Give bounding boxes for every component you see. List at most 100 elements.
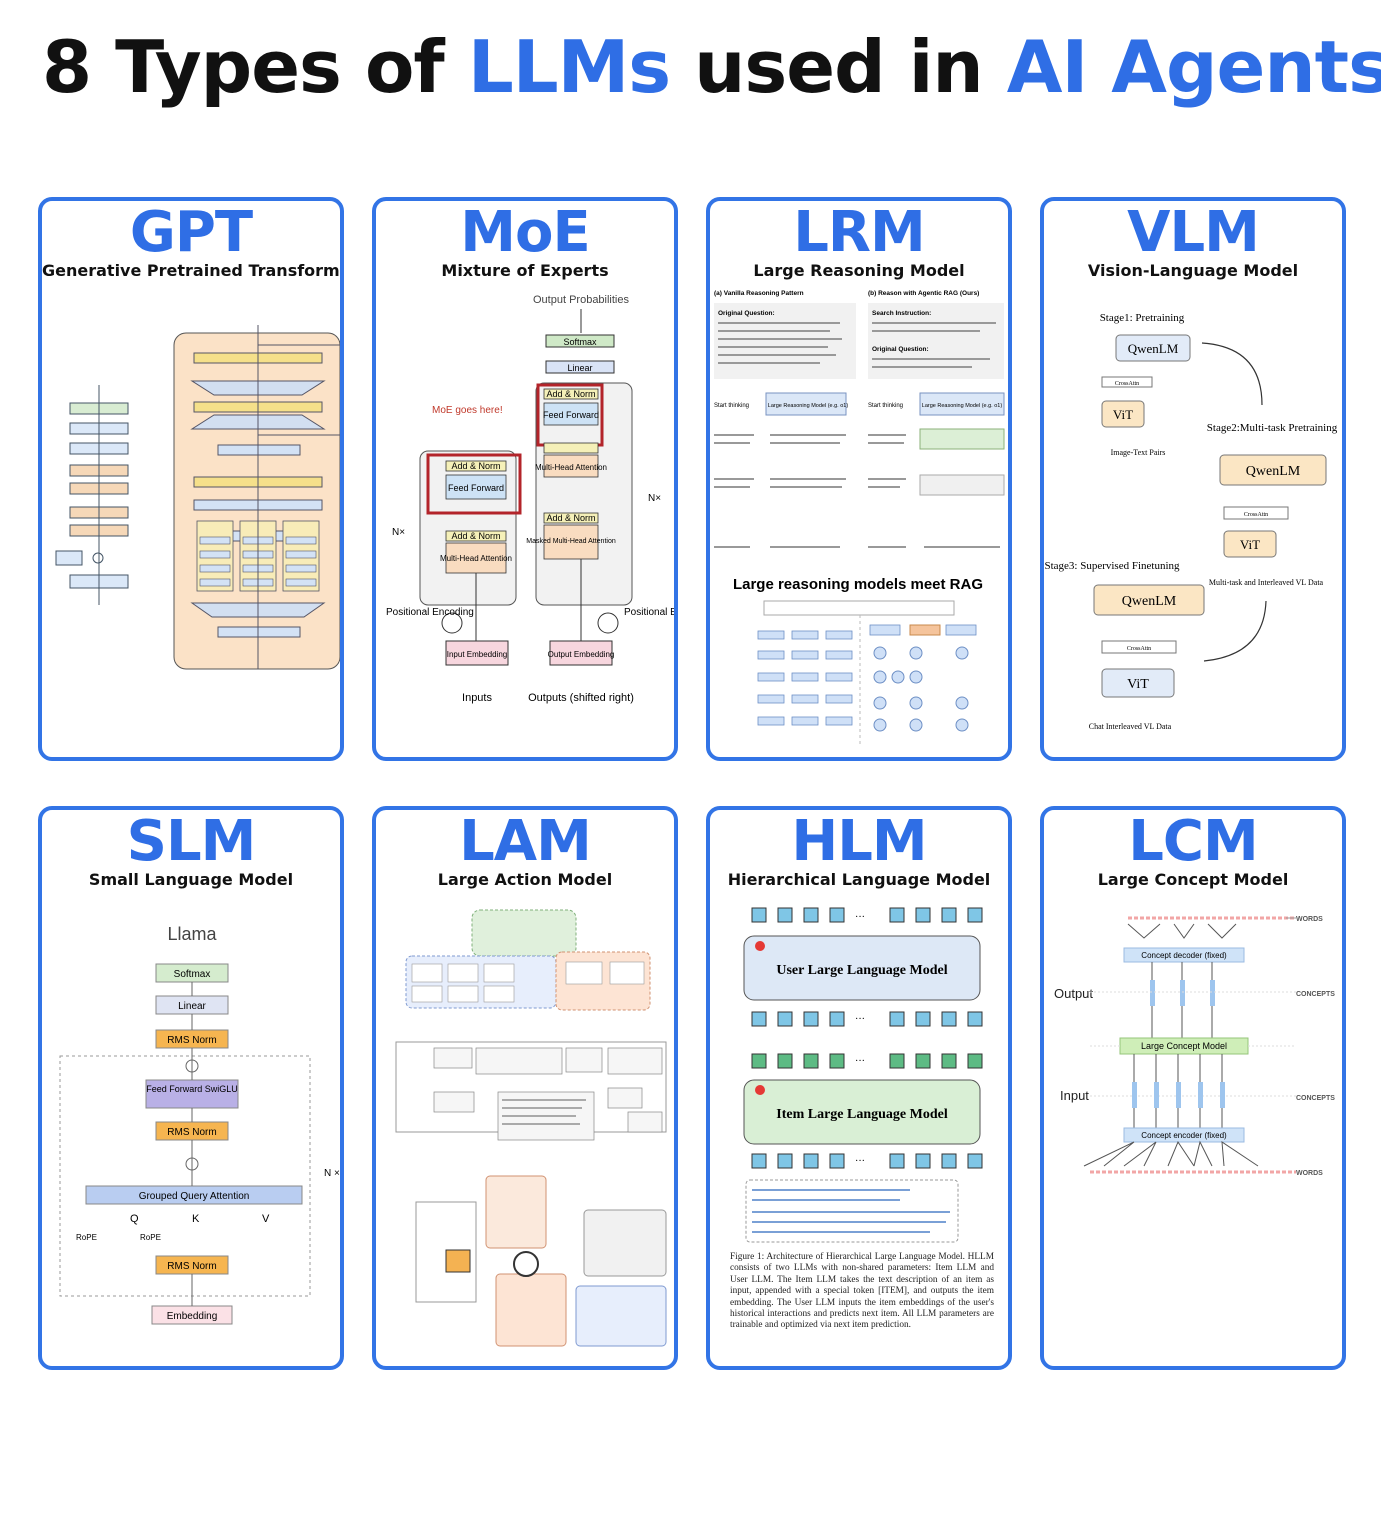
card-full-name: Large Reasoning Model [753,261,965,280]
card-slm: SLM Small Language Model Llama Softmax L… [38,806,344,1370]
slm-linear: Linear [178,1001,206,1012]
lcm-concepts-top: CONCEPTS [1296,991,1335,998]
slm-q: Q [130,1213,139,1225]
slm-llama: Llama [167,924,217,944]
moe-pos-left: Positional Encoding [386,607,474,618]
vlm-crossattn-3: CrossAttn [1127,646,1151,652]
vlm-qwen-2: QwenLM [1246,464,1301,479]
moe-softmax: Softmax [563,337,597,347]
vlm-diagram: Stage1: Pretraining QwenLM CrossAttn ViT… [1044,312,1337,731]
moe-out-emb: Output Embedding [548,650,615,659]
vlm-qwen-3: QwenLM [1122,594,1177,609]
slm-rope-1: RoPE [76,1233,97,1242]
hlm-figure-caption: Figure 1: Architecture of Hierarchical L… [730,1252,994,1331]
vlm-qwen-1: QwenLM [1128,341,1179,356]
vlm-vit-3: ViT [1127,677,1149,692]
moe-in-emb: Input Embedding [447,650,508,659]
lrm-q-b: Original Question: [872,346,929,353]
title-part-4: AI Agents [1006,25,1381,109]
card-full-name: Generative Pretrained Transformer [42,261,344,280]
lrm-box-b: Large Reasoning Model (e.g. o1) [922,403,1003,409]
lcm-output: Output [1054,986,1093,1001]
lrm-start-a: Start thinking [714,403,749,409]
slm-rms-3: RMS Norm [167,1261,216,1272]
title-part-2: LLMs [467,25,671,109]
card-moe: MoE Mixture of Experts Output Probabilit… [372,197,678,761]
card-abbr: LCM [1128,809,1259,874]
slm-k: K [192,1213,200,1225]
slm-gqa: Grouped Query Attention [139,1191,250,1202]
slm-v: V [262,1213,270,1225]
card-abbr: GPT [129,200,253,265]
hlm-item: Item Large Language Model [776,1107,948,1122]
slm-rms-1: RMS Norm [167,1035,216,1046]
moe-addnorm-enc: Add & Norm [451,461,500,471]
card-lrm: LRM Large Reasoning Model (a) Vanilla Re… [706,197,1012,761]
slm-rope-2: RoPE [140,1233,161,1242]
vlm-pairs: Image-Text Pairs [1111,448,1166,457]
moe-addnorm-2: Add & Norm [546,513,595,523]
moe-pos-right: Positional Encoding [624,607,674,618]
moe-mha-enc: Multi-Head Attention [440,554,512,563]
card-abbr: HLM [791,809,927,874]
slm-emb: Embedding [167,1311,218,1322]
lrm-start-b: Start thinking [868,403,903,409]
lrm-pattern-b: (b) Reason with Agentic RAG (Ours) [868,290,979,297]
lcm-encoder: Concept encoder (fixed) [1141,1131,1227,1140]
moe-addnorm-1: Add & Norm [546,389,595,399]
moe-nx-right: N× [648,493,661,504]
moe-masked: Masked Multi-Head Attention [526,538,616,545]
moe-ff-dec: Feed Forward [543,410,599,420]
card-hlm: HLM Hierarchical Language Model ··· ··· … [706,806,1012,1370]
lrm-diagram: (a) Vanilla Reasoning Pattern (b) Reason… [714,290,1005,745]
lcm-input: Input [1060,1088,1089,1103]
card-lcm: LCM Large Concept Model WORDS WORDS CONC… [1040,806,1346,1370]
lrm-pattern-a: (a) Vanilla Reasoning Pattern [714,290,804,297]
hlm-user: User Large Language Model [776,963,947,978]
lrm-box-a: Large Reasoning Model (e.g. o1) [768,403,849,409]
slm-rms-2: RMS Norm [167,1127,216,1138]
card-full-name: Mixture of Experts [441,261,609,280]
moe-mha-dec: Multi-Head Attention [535,463,607,472]
lcm-words-bottom: WORDS [1296,1170,1323,1177]
moe-softmax-box [545,334,615,348]
card-abbr: VLM [1127,200,1260,265]
card-full-name: Large Concept Model [1097,870,1289,889]
gpt-diagram [55,325,340,670]
vlm-vit-1: ViT [1113,407,1133,422]
vlm-crossattn-1: CrossAttn [1115,381,1139,387]
card-gpt: GPT Generative Pretrained Transformer [38,197,344,761]
title-part-1: 8 Types of [42,25,468,109]
moe-linear-box [545,360,615,374]
vlm-stage3: Stage3: Supervised Finetuning [1044,560,1180,572]
card-full-name: Vision-Language Model [1087,261,1299,280]
card-full-name: Small Language Model [88,870,294,889]
vlm-crossattn-2: CrossAttn [1244,512,1268,518]
card-abbr: MoE [460,200,590,265]
lrm-q-a: Original Question: [718,310,775,317]
card-full-name: Large Action Model [437,870,613,889]
moe-output-prob: Output Probabilities [533,294,629,306]
lcm-decoder: Concept decoder (fixed) [1141,951,1227,960]
moe-ff-enc: Feed Forward [448,483,504,493]
lcm-model: Large Concept Model [1141,1041,1227,1051]
vlm-chat: Chat Interleaved VL Data [1089,722,1172,731]
moe-nx-left: N× [392,527,405,538]
moe-inputs: Inputs [462,692,492,704]
svg-text:···: ··· [855,1014,865,1025]
svg-text:···: ··· [855,1056,865,1067]
card-abbr: SLM [126,809,257,874]
vlm-stage1: Stage1: Pretraining [1100,312,1185,324]
moe-linear: Linear [567,363,592,373]
lam-diagram [395,909,667,1347]
slm-ff: Feed Forward SwiGLU [146,1084,238,1094]
lcm-words-top: WORDS [1296,916,1323,923]
svg-text:···: ··· [855,1156,865,1167]
lcm-concepts-bottom: CONCEPTS [1296,1095,1335,1102]
card-vlm: VLM Vision-Language Model Stage1: Pretra… [1040,197,1346,761]
vlm-vit-2: ViT [1240,537,1260,552]
lrm-search: Search Instruction: [872,310,931,317]
title-part-3: used in [670,25,1007,109]
lrm-caption: Large reasoning models meet RAG [733,576,983,593]
card-abbr: LAM [459,809,592,874]
